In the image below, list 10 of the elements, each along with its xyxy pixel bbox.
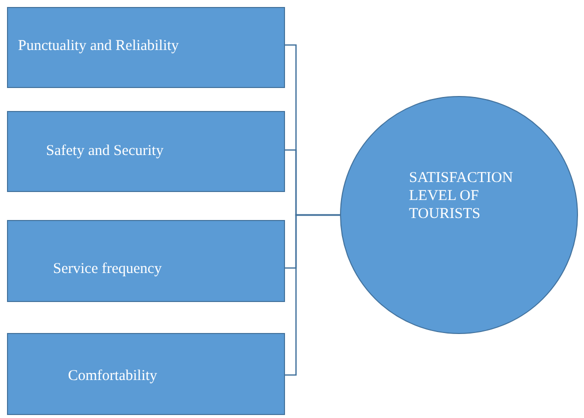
factor-label: Service frequency: [53, 260, 162, 279]
factor-box: [7, 7, 285, 88]
factor-label: Safety and Security: [46, 142, 164, 161]
factor-label: Punctuality and Reliability: [18, 37, 179, 56]
factor-box: [7, 111, 285, 192]
connector-line: [285, 214, 340, 376]
factor-box: [7, 220, 285, 302]
outcome-label: SATISFACTION LEVEL OF TOURISTS: [409, 169, 514, 223]
factor-box: [7, 333, 285, 415]
factor-label: Comfortability: [68, 367, 158, 386]
